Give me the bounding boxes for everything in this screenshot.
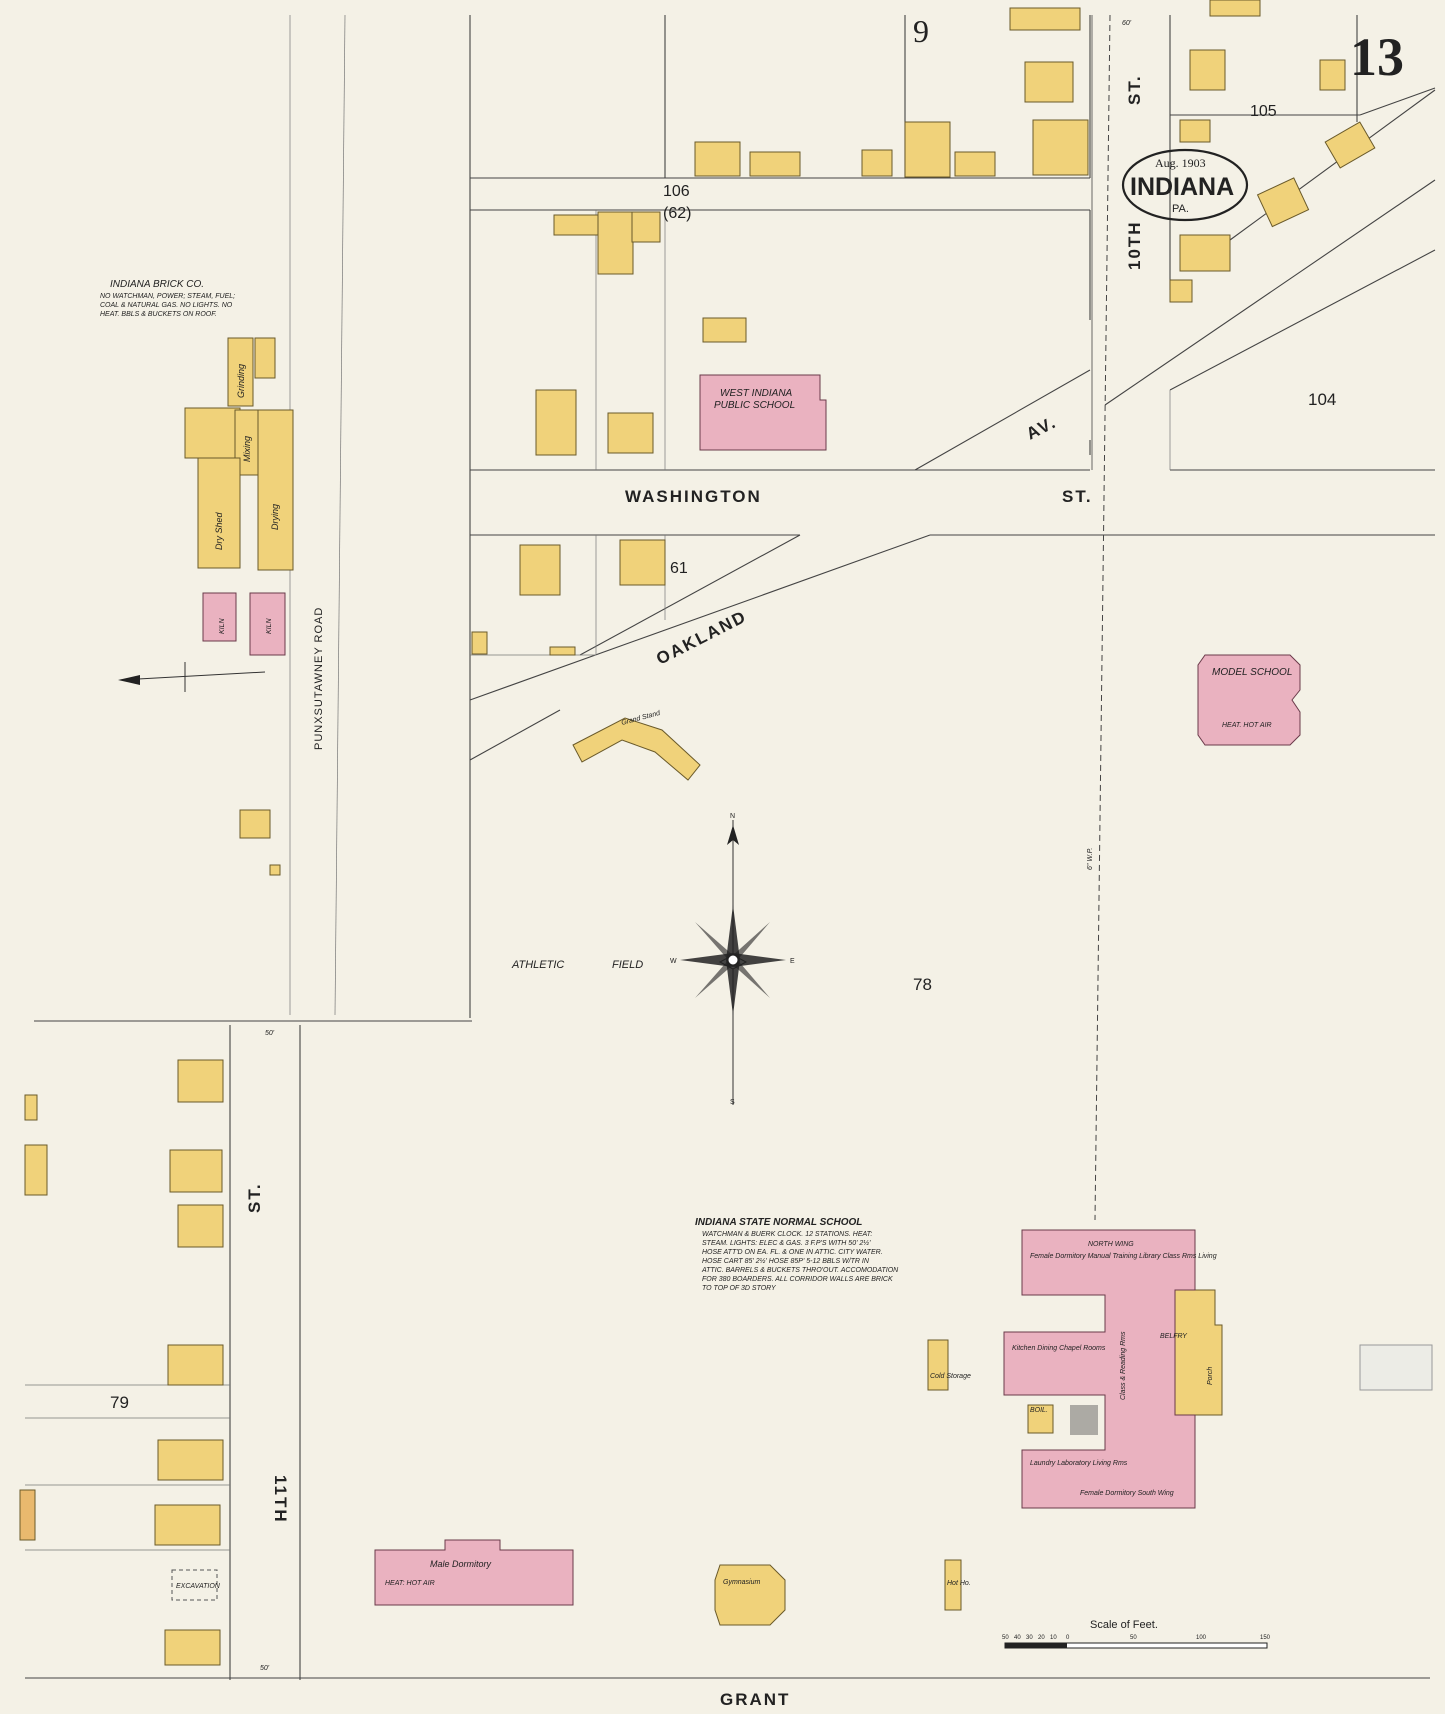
athletic-label: ATHLETIC (511, 959, 564, 971)
street-oakland: OAKLAND (653, 607, 750, 669)
scale-tick-7: 100 (1196, 1635, 1207, 1641)
library-stamp (1359, 1344, 1433, 1391)
brick-co-note-2: COAL & NATURAL GAS. NO LIGHTS. NO (100, 302, 233, 309)
south-wing-label: Female Dormitory South Wing (1080, 1490, 1174, 1497)
scale-tick-1: 40 (1014, 1635, 1021, 1641)
street-av: AV. (1023, 412, 1060, 443)
brick-co-note-1: NO WATCHMAN, POWER; STEAM, FUEL; (100, 293, 235, 300)
brick-buildings (202, 374, 1301, 1606)
male-dormitory-label: Male Dormitory (430, 1559, 492, 1569)
inset-north-arrow-icon (118, 662, 266, 692)
street-eleventh-st: ST. (245, 1182, 264, 1213)
street-lines (25, 14, 1436, 1680)
block-104: 104 (1308, 390, 1336, 409)
public-school-line-1: WEST INDIANA (720, 388, 793, 399)
street-tenth: 10TH (1125, 220, 1144, 270)
normal-school-title: INDIANA STATE NORMAL SCHOOL (695, 1217, 862, 1228)
brick-co-title: INDIANA BRICK CO. (110, 279, 204, 290)
normal-school-note-5: ATTIC. BARRELS & BUCKETS THRO'OUT. ACCOM… (701, 1267, 899, 1274)
street-grant: GRANT (720, 1690, 790, 1709)
excavation-label: EXCAVATION (176, 1583, 221, 1590)
scale-tick-2: 30 (1026, 1635, 1033, 1641)
dim-60: 60' (1122, 20, 1132, 27)
scale-tick-8: 150 (1260, 1635, 1271, 1641)
compass-rose-icon: N S E W (670, 813, 795, 1106)
field-label: FIELD (612, 959, 643, 971)
map-text: 13 9 Aug. 1903 INDIANA PA. 106 (62) 105 … (100, 13, 1404, 1709)
label-grinding: Grinding (236, 364, 246, 398)
street-tenth-st: ST. (1125, 74, 1144, 105)
street-washington-st: ST. (1062, 487, 1093, 506)
stamp-state: PA. (1172, 203, 1189, 215)
block-79: 79 (110, 1393, 129, 1412)
street-eleventh: 11TH (271, 1475, 290, 1524)
cold-storage-label: Cold Storage (930, 1373, 971, 1380)
street-washington: WASHINGTON (625, 487, 762, 506)
scale-tick-3: 20 (1038, 1635, 1045, 1641)
porch-label: Porch (1207, 1367, 1214, 1385)
block-61: 61 (670, 560, 688, 577)
scale-label: Scale of Feet. (1090, 1619, 1158, 1631)
model-school-label: MODEL SCHOOL (1212, 667, 1292, 678)
scale-bar: Scale of Feet. 50 40 30 20 10 0 50 100 1… (1002, 1619, 1271, 1649)
male-dorm-note: HEAT: HOT AIR (385, 1580, 435, 1587)
block-106: 106 (663, 183, 690, 200)
compass-e: E (790, 958, 795, 965)
class-reading-label: Class & Reading Rms (1120, 1331, 1127, 1400)
normal-school-note-7: TO TOP OF 3D STORY (702, 1285, 777, 1292)
north-wing-label: NORTH WING (1088, 1241, 1134, 1248)
block-105: 105 (1250, 103, 1277, 120)
block-78: 78 (913, 975, 932, 994)
boil-label: BOIL. (1030, 1407, 1048, 1414)
dim-50: 50' (265, 1030, 275, 1037)
south-wing-uses: Laundry Laboratory Living Rms (1030, 1460, 1128, 1467)
compass-w: W (670, 958, 677, 965)
gymnasium-label: Gymnasium (723, 1579, 761, 1586)
sheet-number: 13 (1350, 27, 1404, 87)
normal-school-note-3: HOSE ATT'D ON EA. FL. & ONE IN ATTIC. CI… (702, 1249, 883, 1256)
normal-school-note-4: HOSE CART 85' 2½' HOSE 85P' 5-12 BBLS W/… (702, 1257, 870, 1265)
scale-tick-5: 0 (1066, 1635, 1070, 1641)
normal-school-note-1: WATCHMAN & BUERK CLOCK. 12 STATIONS. HEA… (702, 1231, 872, 1238)
belfry-label: BELFRY (1160, 1333, 1188, 1340)
brick-co-note-3: HEAT. BBLS & BUCKETS ON ROOF. (100, 311, 217, 318)
scale-tick-6: 50 (1130, 1635, 1137, 1641)
label-kiln-1: KILN (219, 617, 226, 634)
town-stamp-oval (1121, 148, 1249, 222)
stamp-town: INDIANA (1130, 173, 1234, 201)
hot-ho-label: Hot Ho. (947, 1580, 971, 1587)
block-62: (62) (663, 205, 691, 222)
scale-tick-0: 50 (1002, 1635, 1009, 1641)
normal-school-note-2: STEAM. LIGHTS: ELEC & GAS. 3 F.P'S WITH … (702, 1239, 871, 1247)
dim-50b: 50' (260, 1665, 270, 1672)
street-punxsutawney: PUNXSUTAWNEY ROAD (313, 607, 325, 750)
label-dry-shed: Dry Shed (214, 511, 224, 550)
kitchen-label: Kitchen Dining Chapel Rooms (1012, 1345, 1106, 1352)
label-mixing: Mixing (242, 436, 252, 462)
frame-buildings (19, 0, 1376, 1666)
scale-tick-4: 10 (1050, 1635, 1057, 1641)
block-top-label: 9 (913, 13, 929, 49)
stamp-date: Aug. 1903 (1155, 156, 1206, 170)
water-main-label: 6" W.P. (1087, 848, 1094, 870)
model-school-note: HEAT. HOT AIR (1222, 722, 1272, 729)
north-wing-uses: Female Dormitory Manual Training Library… (1030, 1253, 1217, 1260)
compass-n: N (730, 813, 735, 820)
label-drying: Drying (270, 504, 280, 530)
normal-school-note-6: FOR 380 BOARDERS. ALL CORRIDOR WALLS ARE… (702, 1276, 893, 1283)
public-school-line-2: PUBLIC SCHOOL (714, 400, 795, 411)
label-kiln-2: KILN (266, 617, 273, 634)
compass-s: S (730, 1099, 735, 1106)
